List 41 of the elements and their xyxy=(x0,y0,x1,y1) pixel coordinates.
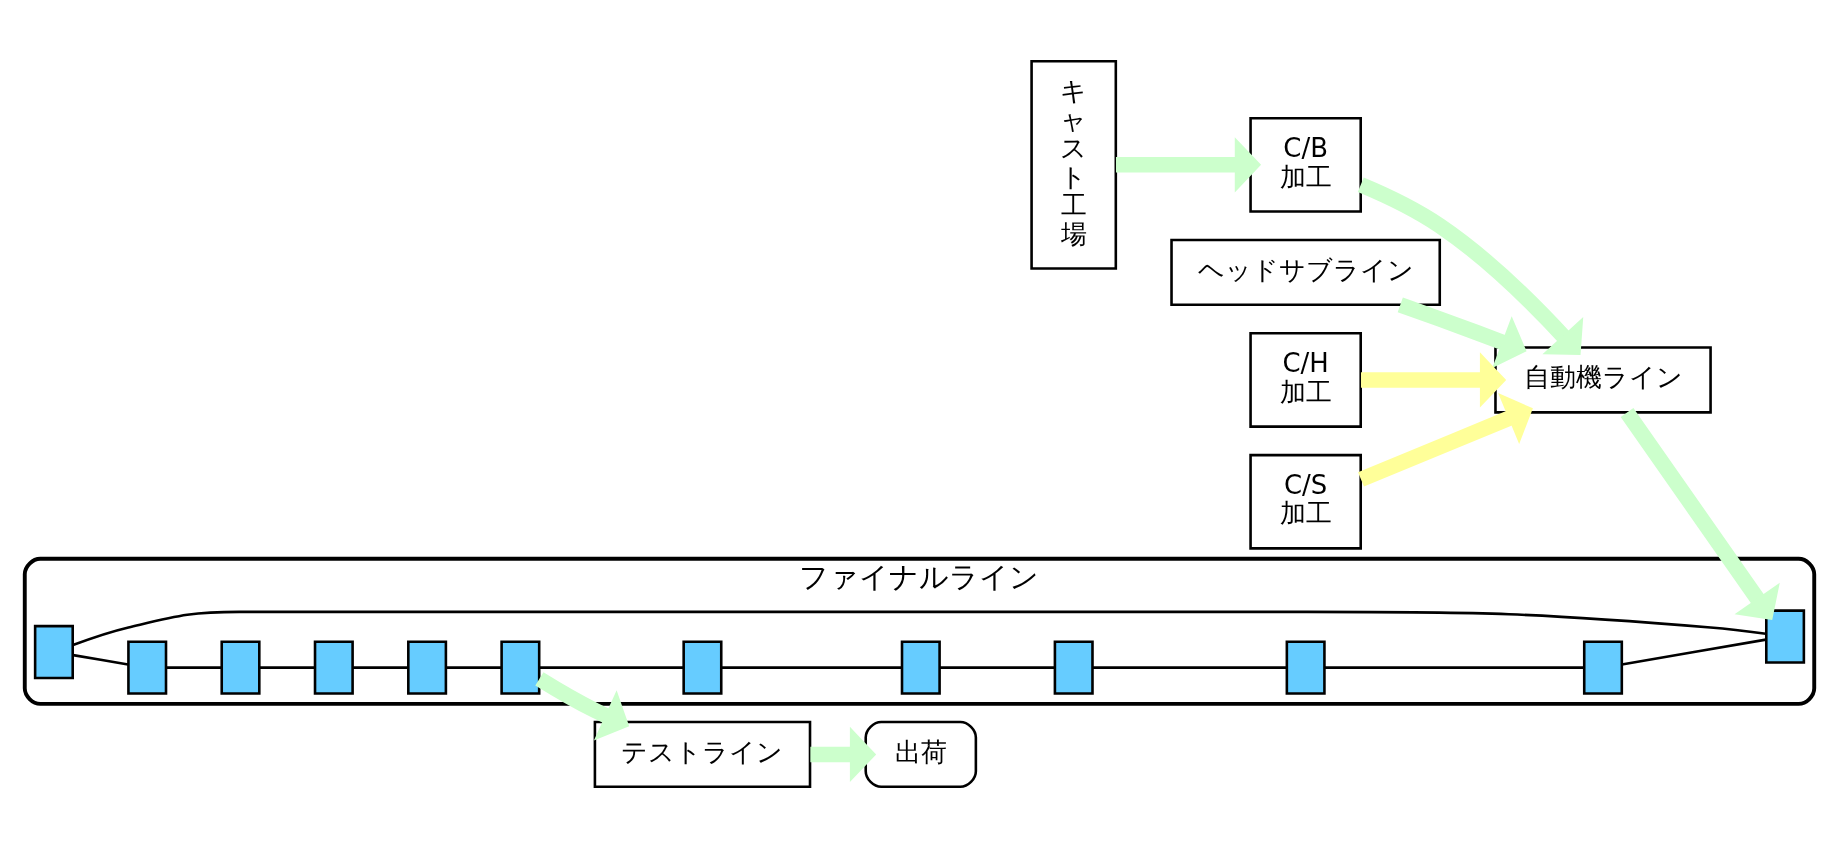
node-box xyxy=(682,640,723,695)
arrow xyxy=(535,672,630,741)
connector xyxy=(539,666,684,669)
node-box xyxy=(500,640,541,695)
node-box: ヘッドサブライン xyxy=(1170,238,1442,307)
connector xyxy=(446,666,502,669)
node-box xyxy=(900,640,941,695)
node-box xyxy=(313,640,354,695)
connector xyxy=(72,653,129,666)
node-box xyxy=(127,640,168,695)
connector xyxy=(1324,666,1584,669)
connector xyxy=(1092,666,1287,669)
connector xyxy=(721,666,902,669)
arrow xyxy=(1397,297,1527,368)
connector xyxy=(166,666,222,669)
arrow xyxy=(1116,137,1262,193)
node-box xyxy=(33,624,74,680)
node-box: C/S 加工 xyxy=(1249,453,1362,550)
arrow xyxy=(810,726,877,783)
node-box: 自動機ライン xyxy=(1494,346,1712,414)
node-box xyxy=(1765,609,1806,664)
node-box xyxy=(220,640,261,695)
node-box xyxy=(1285,640,1326,695)
node-box xyxy=(407,640,448,695)
arrow xyxy=(1358,392,1533,487)
arrow xyxy=(1357,177,1584,356)
arrow xyxy=(1361,352,1507,408)
connector xyxy=(1621,638,1767,666)
node-box: C/H 加工 xyxy=(1249,332,1362,428)
connector xyxy=(939,666,1055,669)
connector xyxy=(72,610,1766,647)
node-box: 出荷 xyxy=(864,720,978,789)
cluster: ファイナルライン xyxy=(22,556,1817,706)
node-box xyxy=(1053,640,1094,695)
arrow xyxy=(1620,408,1780,620)
connector xyxy=(259,666,315,669)
node-box xyxy=(1582,640,1624,695)
node-box: キャスト工場 xyxy=(1030,59,1118,270)
node-box: テストライン xyxy=(593,720,812,789)
node-box: C/B 加工 xyxy=(1249,116,1362,213)
connector xyxy=(353,666,408,669)
